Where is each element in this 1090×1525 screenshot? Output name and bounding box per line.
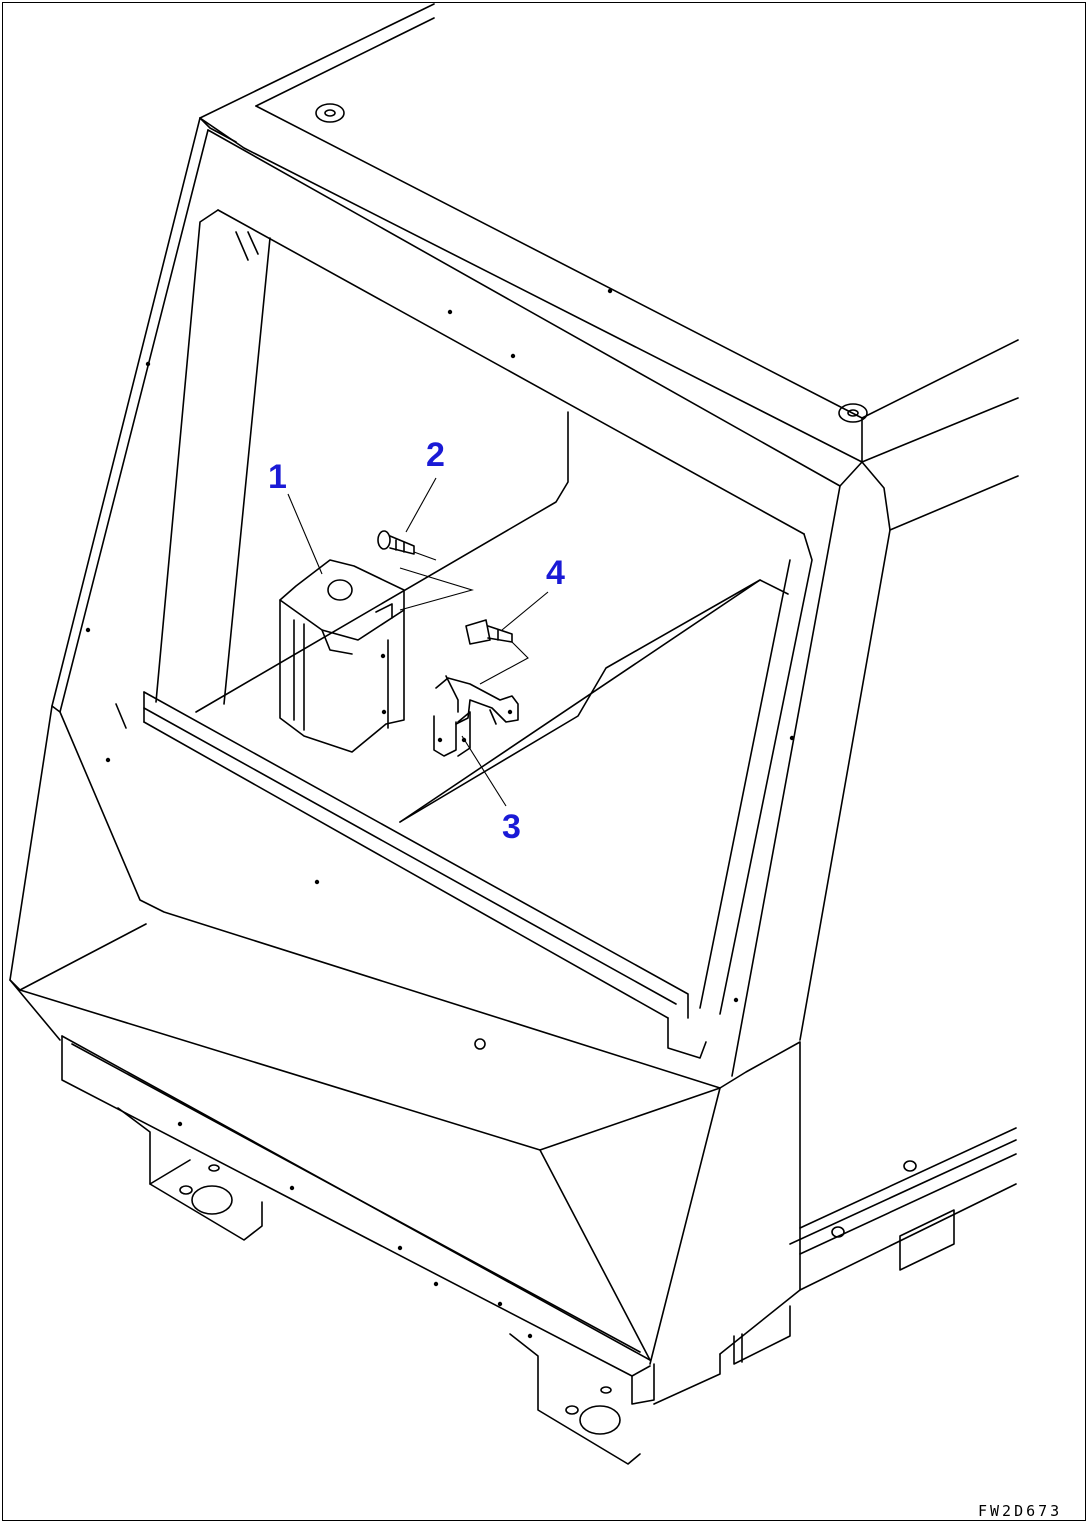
- leader-lines: [287, 477, 549, 807]
- callout-1: 1: [268, 458, 287, 496]
- callout-3: 3: [502, 808, 521, 846]
- inner-panel: [195, 411, 789, 823]
- part-4-bolt: [465, 619, 529, 685]
- callout-2: 2: [426, 436, 445, 474]
- part-3-bracket: [433, 675, 519, 757]
- part-1-tank: [279, 559, 474, 753]
- callouts: 1 2 4 3: [268, 436, 565, 846]
- side-panel: [733, 1127, 1017, 1365]
- dashboard-panel: [9, 705, 801, 1365]
- leader-line-3: [461, 735, 507, 807]
- callout-4: 4: [546, 554, 565, 592]
- leader-line-2: [405, 477, 437, 533]
- leader-line-4: [501, 591, 549, 631]
- base-frame: [61, 1035, 721, 1465]
- cab-roof: [199, 3, 1019, 463]
- drawing-id: FW2D673: [978, 1502, 1062, 1520]
- part-2-screw: [377, 530, 437, 561]
- front-window-frame: [51, 117, 1019, 1077]
- window-sill: [115, 691, 707, 1059]
- leader-line-1: [287, 493, 323, 575]
